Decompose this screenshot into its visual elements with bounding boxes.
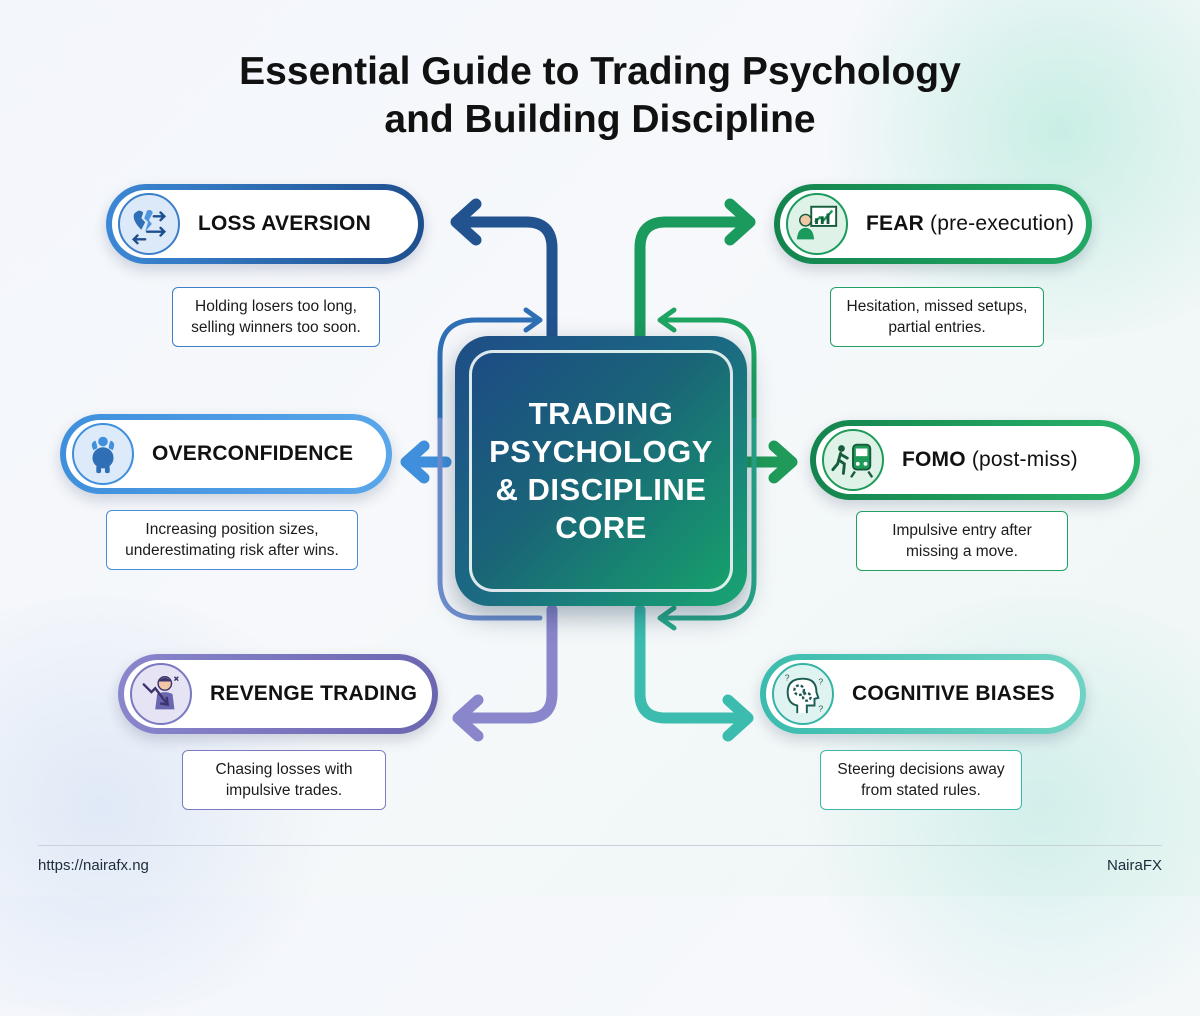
fomo-label-sub: (post-miss) xyxy=(971,448,1078,471)
node-overconfidence: OVERCONFIDENCE xyxy=(60,414,392,494)
overconfidence-desc-line-2: underestimating risk after wins. xyxy=(125,542,339,559)
running-train-icon xyxy=(822,429,884,491)
arrow-loss-aversion xyxy=(452,216,558,346)
core-line-1: TRADING xyxy=(528,396,674,431)
fear-label-main: FEAR xyxy=(866,212,924,235)
arrow-cognitive-biases xyxy=(634,604,750,724)
flexing-figure-icon xyxy=(72,423,134,485)
cognitive-biases-label: COGNITIVE BIASES xyxy=(852,682,1055,705)
overconfidence-desc-line-1: Increasing position sizes, xyxy=(145,521,319,538)
page-title: Essential Guide to Trading Psychology an… xyxy=(0,48,1200,144)
fear-description: Hesitation, missed setups, partial entri… xyxy=(830,287,1044,347)
arrow-fear xyxy=(634,216,752,346)
fomo-desc-line-1: Impulsive entry after xyxy=(892,522,1032,539)
title-line-1: Essential Guide to Trading Psychology xyxy=(239,50,961,93)
fear-desc-line-1: Hesitation, missed setups, xyxy=(846,298,1028,315)
broken-heart-arrows-icon xyxy=(118,193,180,255)
fomo-desc-line-2: missing a move. xyxy=(906,543,1018,560)
fomo-label-main: FOMO xyxy=(902,448,966,471)
cognitive-biases-desc-line-2: from stated rules. xyxy=(861,782,981,799)
connector-arrows xyxy=(400,198,798,742)
fear-label: FEAR (pre-execution) xyxy=(866,212,1074,236)
loss-aversion-desc-line-2: selling winners too soon. xyxy=(191,319,361,336)
svg-text:?: ? xyxy=(818,676,823,686)
overconfidence-label: OVERCONFIDENCE xyxy=(152,442,354,465)
footer-url[interactable]: https://nairafx.ng xyxy=(38,857,149,874)
loss-aversion-desc-line-1: Holding losers too long, xyxy=(195,298,357,315)
overconfidence-description: Increasing position sizes, underestimati… xyxy=(106,510,358,570)
fomo-label: FOMO (post-miss) xyxy=(902,448,1078,472)
fear-desc-line-2: partial entries. xyxy=(888,319,986,336)
arrow-return-top-right xyxy=(659,317,757,423)
core-line-3: & DISCIPLINE xyxy=(495,472,707,507)
node-cognitive-biases: ? ? ? COGNITIVE BIASES xyxy=(760,654,1086,734)
arrow-return-top-left xyxy=(437,317,541,423)
node-fear: FEAR (pre-execution) xyxy=(774,184,1092,264)
revenge-trading-description: Chasing losses with impulsive trades. xyxy=(182,750,386,810)
node-revenge-trading: REVENGE TRADING xyxy=(118,654,438,734)
trader-chart-icon xyxy=(786,193,848,255)
core-line-2: PSYCHOLOGY xyxy=(489,434,713,469)
loss-aversion-label: LOSS AVERSION xyxy=(198,212,371,235)
svg-text:?: ? xyxy=(818,703,823,713)
core-inner: TRADING PSYCHOLOGY & DISCIPLINE CORE xyxy=(469,350,733,592)
footer-brand: NairaFX xyxy=(1106,857,1162,874)
arrow-revenge-trading xyxy=(454,604,558,724)
revenge-trading-desc-line-1: Chasing losses with xyxy=(215,761,353,778)
core-line-4: CORE xyxy=(555,510,647,545)
core-box: TRADING PSYCHOLOGY & DISCIPLINE CORE xyxy=(455,336,747,606)
fear-label-sub: (pre-execution) xyxy=(930,212,1075,235)
loss-aversion-description: Holding losers too long, selling winners… xyxy=(172,287,380,347)
cognitive-biases-description: Steering decisions away from stated rule… xyxy=(820,750,1022,810)
footer-divider xyxy=(38,845,1162,846)
head-gears-icon: ? ? ? xyxy=(772,663,834,725)
node-fomo: FOMO (post-miss) xyxy=(810,420,1140,500)
cognitive-biases-desc-line-1: Steering decisions away xyxy=(837,761,1005,778)
svg-text:?: ? xyxy=(785,673,790,683)
angry-trader-down-chart-icon xyxy=(130,663,192,725)
core-label: TRADING PSYCHOLOGY & DISCIPLINE CORE xyxy=(481,395,721,547)
title-line-2: and Building Discipline xyxy=(384,98,816,141)
node-loss-aversion: LOSS AVERSION xyxy=(106,184,424,264)
revenge-trading-desc-line-2: impulsive trades. xyxy=(225,782,343,799)
fomo-description: Impulsive entry after missing a move. xyxy=(856,511,1068,571)
revenge-trading-label: REVENGE TRADING xyxy=(210,682,418,705)
